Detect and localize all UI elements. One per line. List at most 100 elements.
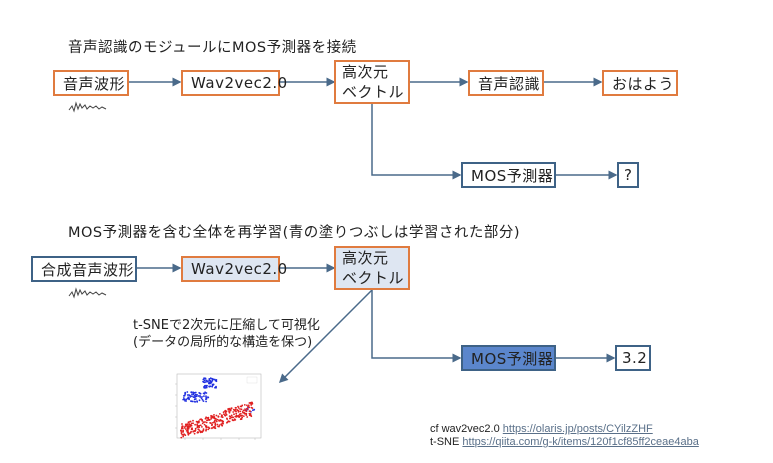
tsne-point <box>207 426 210 429</box>
tsne-point <box>204 417 207 420</box>
tsne-point <box>182 435 185 438</box>
mos-box-2: MOS予測器 <box>461 345 556 371</box>
tsne-point <box>228 415 231 417</box>
mos-box-1: MOS予測器 <box>461 162 556 188</box>
tsne-point <box>210 417 213 420</box>
tsne-point <box>218 420 221 422</box>
reference-2-prefix: t-SNE <box>430 436 463 448</box>
tsne-point <box>235 412 238 415</box>
reference-1-link[interactable]: https://olaris.jp/posts/CYilzZHF <box>502 423 653 435</box>
tsne-point <box>240 408 243 411</box>
tsne-point <box>201 396 203 398</box>
tsne-point <box>202 421 205 423</box>
tsne-point <box>237 411 240 413</box>
tsne-point <box>248 414 251 417</box>
tsne-point <box>200 418 202 420</box>
tsne-point <box>205 395 207 398</box>
tsne-point <box>241 416 244 419</box>
tsne-point <box>233 413 235 416</box>
arrow-vector-to-tsne <box>278 289 373 384</box>
tsne-point <box>180 429 182 432</box>
mos-output-label-1: ? <box>624 166 633 184</box>
tsne-point <box>206 380 209 383</box>
tsne-point <box>205 396 208 399</box>
tsne-point <box>211 379 214 382</box>
tsne-point <box>213 378 216 381</box>
tsne-point <box>190 400 192 402</box>
wav2vec-box-1: Wav2vec2.0 <box>181 70 287 96</box>
tsne-point <box>222 422 224 425</box>
tsne-point <box>227 409 230 411</box>
tsne-point <box>247 404 250 407</box>
tsne-point <box>250 415 253 418</box>
tsne-point <box>208 378 211 380</box>
asr-output-box: おはよう <box>602 70 678 96</box>
section2-title: MOS予測器を含む全体を再学習(青の塗りつぶしは学習された部分) <box>68 225 521 241</box>
tsne-point <box>203 385 206 387</box>
tsne-point <box>240 414 242 417</box>
tsne-point <box>192 430 195 433</box>
tsne-point <box>227 420 230 422</box>
tsne-point <box>237 405 239 408</box>
tsne-point <box>230 407 232 410</box>
reference-2-link[interactable]: https://qiita.com/g-k/items/120f1cf85ff2… <box>462 436 699 448</box>
mos-label-1: MOS予測器 <box>471 166 554 185</box>
tsne-point <box>217 415 220 418</box>
tsne-point <box>248 412 251 415</box>
tsne-point <box>202 429 205 432</box>
tsne-point <box>182 398 185 401</box>
tsne-point <box>242 409 245 412</box>
tsne-point <box>210 381 213 384</box>
tsne-point <box>218 424 221 426</box>
tsne-point <box>205 385 208 388</box>
tsne-point <box>206 417 209 419</box>
mos-label-2: MOS予測器 <box>471 349 554 368</box>
tsne-point <box>197 395 200 397</box>
section1-title: 音声認識のモジュールにMOS予測器を接続 <box>68 40 357 56</box>
tsne-point <box>183 398 186 401</box>
tsne-point <box>205 428 208 431</box>
tsne-point <box>201 426 203 428</box>
tsne-point <box>216 423 219 426</box>
tsne-point <box>251 401 253 404</box>
waveform-label-1: 音声波形 <box>63 74 126 93</box>
tsne-point <box>198 399 201 402</box>
tsne-point <box>208 381 211 384</box>
tsne-point <box>192 396 195 398</box>
tsne-point <box>201 420 204 422</box>
tsne-point <box>224 410 227 413</box>
tsne-point <box>251 407 254 409</box>
tsne-point <box>185 400 187 402</box>
tsne-point <box>226 418 229 420</box>
tsne-point <box>186 391 189 393</box>
waveform-label-2: 合成音声波形 <box>41 260 135 279</box>
wav2vec-label-2: Wav2vec2.0 <box>191 260 288 278</box>
tsne-point <box>211 385 214 388</box>
tsne-point <box>203 387 206 389</box>
tsne-point <box>230 414 233 417</box>
tsne-point <box>188 397 190 400</box>
tsne-point <box>195 420 198 423</box>
tsne-point <box>205 421 208 424</box>
tsne-point <box>211 427 213 430</box>
tsne-point <box>215 420 218 423</box>
tsne-point <box>246 407 248 410</box>
tsne-point <box>241 411 244 413</box>
tsne-point <box>223 413 225 415</box>
tsne-point <box>190 391 193 394</box>
tsne-point <box>187 425 189 428</box>
tsne-point <box>237 407 240 409</box>
tsne-point <box>192 422 194 425</box>
tsne-point <box>202 378 205 381</box>
tsne-point <box>217 425 219 428</box>
tsne-point <box>229 417 231 420</box>
tsne-point <box>220 423 223 426</box>
tsne-point <box>246 416 249 418</box>
tsne-point <box>189 394 191 397</box>
tsne-point <box>213 417 215 419</box>
tsne-point <box>226 421 229 424</box>
tsne-note-line1: t-SNEで2次元に圧縮して可視化 <box>133 318 320 333</box>
asr-output-label: おはよう <box>612 74 675 93</box>
tsne-point <box>211 424 213 427</box>
tsne-point <box>214 425 217 427</box>
